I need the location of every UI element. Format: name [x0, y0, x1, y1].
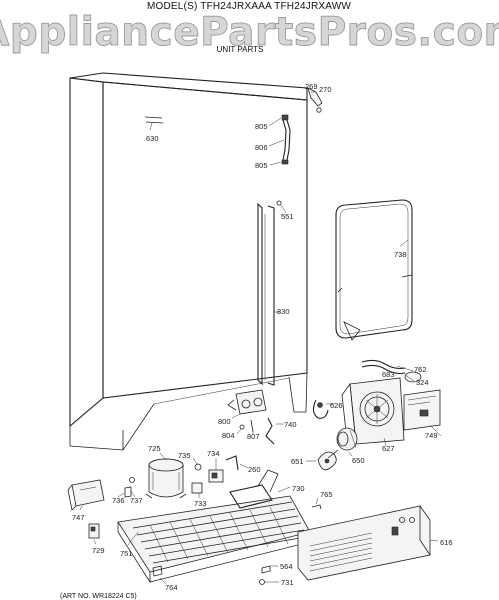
part-749-board [403, 389, 442, 437]
callout-751: 751 [120, 549, 133, 558]
part-735-grommet [192, 457, 202, 471]
part-651-fan-blade [306, 449, 339, 471]
part-734-relay [208, 458, 224, 483]
part-765-clip [311, 497, 322, 510]
part-747-cover [67, 479, 105, 511]
part-730-condenser [117, 469, 311, 584]
leader-751 [127, 531, 139, 546]
part-725-compressor [145, 452, 187, 499]
callout-738: 738 [394, 250, 407, 259]
callout-737: 737 [130, 496, 143, 505]
callout-734: 734 [207, 449, 220, 458]
callout-805-top: 805 [255, 122, 268, 131]
callout-804: 804 [222, 431, 235, 440]
part-616-rear-panel [297, 505, 439, 581]
part-729-bracket [88, 523, 100, 545]
callout-805-bottom: 805 [255, 161, 268, 170]
callout-736: 736 [112, 496, 125, 505]
part-551-screw [276, 200, 287, 214]
part-260-bracket [225, 455, 249, 471]
callout-626: 626 [330, 401, 343, 410]
part-630-clip [144, 116, 164, 131]
callout-749: 749 [425, 431, 438, 440]
callout-260: 260 [248, 465, 261, 474]
part-683-tube [361, 359, 422, 383]
callout-650: 650 [352, 456, 365, 465]
callout-616: 616 [440, 538, 453, 547]
part-800-valve [227, 389, 267, 435]
part-830-duct [257, 202, 280, 386]
part-740-harness [265, 417, 284, 445]
art-number: (ART NO. WR18224 C5) [60, 593, 137, 600]
callout-labels: 269 270 805 806 805 630 551 738 830 762 … [72, 82, 453, 592]
callout-740: 740 [284, 420, 297, 429]
callout-747: 747 [72, 513, 85, 522]
model-line: MODEL(S) TFH24JRXAAA TFH24JRXAWW [147, 1, 351, 12]
callout-729: 729 [92, 546, 105, 555]
callout-630: 630 [146, 134, 159, 143]
callout-806: 806 [255, 143, 268, 152]
part-650-fan-motor [336, 427, 358, 457]
part-764-clip [152, 565, 167, 585]
part-269-270-bracket [307, 87, 323, 113]
section-title: UNIT PARTS [217, 45, 264, 54]
part-733-overload [191, 482, 203, 498]
callout-627: 627 [382, 444, 395, 453]
callout-683: 683 [382, 370, 395, 379]
callout-807: 807 [247, 432, 260, 441]
callout-564: 564 [280, 562, 293, 571]
callout-270: 270 [319, 85, 332, 94]
cabinet-illustration [69, 72, 308, 451]
callout-765: 765 [320, 490, 333, 499]
callout-725: 725 [148, 444, 161, 453]
part-626-connector [312, 399, 334, 419]
callout-735: 735 [178, 451, 191, 460]
part-731-screw [259, 579, 279, 585]
callout-733: 733 [194, 499, 207, 508]
callout-730: 730 [292, 484, 305, 493]
callout-551: 551 [281, 212, 294, 221]
part-564-screw [261, 565, 278, 574]
callout-731: 731 [281, 578, 294, 587]
callout-764: 764 [165, 583, 178, 592]
callout-762: 762 [414, 365, 427, 374]
callout-269: 269 [305, 82, 318, 91]
part-806-tube [268, 114, 291, 166]
part-736-737-grommets [117, 477, 136, 498]
callout-324: 324 [416, 378, 429, 387]
part-738-gasket [335, 199, 413, 341]
callout-830: 830 [277, 307, 290, 316]
callout-651: 651 [291, 457, 304, 466]
callout-800: 800 [218, 417, 231, 426]
watermark: AppliancePartsPros.com [0, 10, 499, 55]
